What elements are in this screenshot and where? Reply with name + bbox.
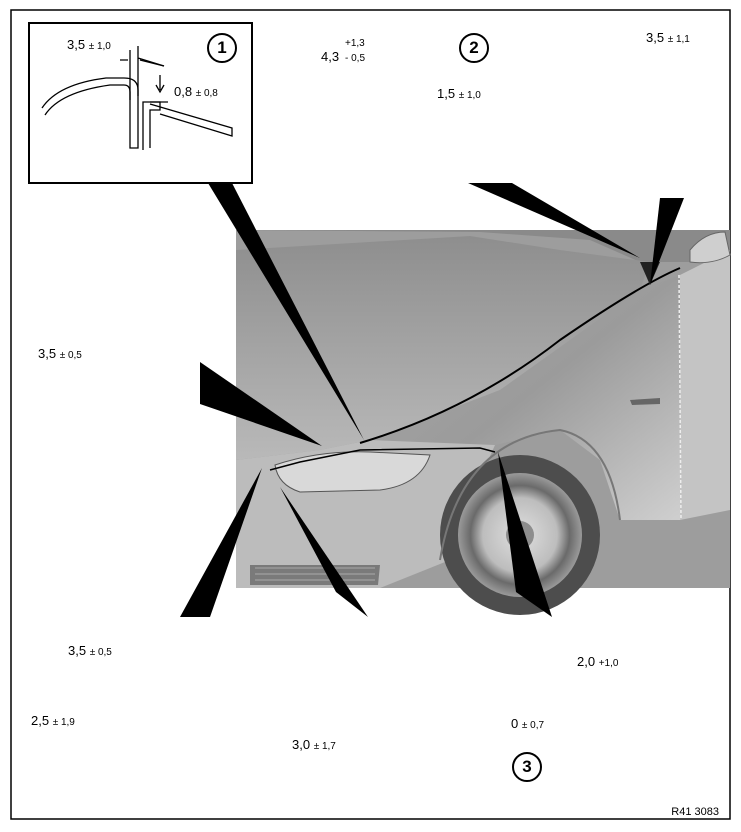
dim-3-tol: ± 1,1 <box>667 34 690 45</box>
dim-6-value: 3,0 <box>292 737 311 752</box>
dim-7b-tol: ± 0,7 <box>521 720 545 731</box>
dim-7a-value: 2,0 <box>577 654 596 669</box>
dim-5b-label: 2,5 ± 1,9 <box>31 714 75 728</box>
callout-1-badge: 1 <box>207 33 237 63</box>
dim-7b-value: 0 <box>511 716 519 731</box>
dim-4-tol: ± 0,5 <box>59 350 82 361</box>
dim-3-value: 3,5 <box>646 30 665 45</box>
dim-2a-value: 4,3 <box>321 49 340 64</box>
dim-1b-tol: ± 0,8 <box>195 88 218 99</box>
dim-5b-value: 2,5 <box>31 713 50 728</box>
dim-1a-label: 3,5 ± 1,0 <box>67 38 111 52</box>
dim-6-tol: ± 1,7 <box>313 741 336 752</box>
dim-1b-value: 0,8 <box>174 84 193 99</box>
dim-4-value: 3,5 <box>38 346 57 361</box>
callout-2-number: 2 <box>469 38 479 57</box>
dim-2b-value: 1,5 <box>437 86 456 101</box>
callout-3-badge: 3 <box>512 752 542 782</box>
dim-5a-value: 3,5 <box>68 643 87 658</box>
dim-7b-label: 0 ± 0,7 <box>511 717 544 731</box>
dim-4-label: 3,5 ± 0,5 <box>38 347 82 361</box>
dim-2b-tol: ± 1,0 <box>458 90 481 101</box>
callout-2-badge: 2 <box>459 33 489 63</box>
dim-7a-tol: +1,0 <box>598 658 619 669</box>
dim-1a-tol: ± 1,0 <box>88 41 111 52</box>
callout-3-number: 3 <box>522 757 532 776</box>
reference-code: R41 3083 <box>671 806 719 818</box>
dim-5a-tol: ± 0,5 <box>89 647 112 658</box>
callout-1-number: 1 <box>217 38 227 57</box>
car-render <box>236 230 731 615</box>
dim-5a-label: 3,5 ± 0,5 <box>68 644 112 658</box>
dim-2a-label: 4,3 <box>321 50 339 63</box>
dim-7a-label: 2,0 +1,0 <box>577 655 618 669</box>
dim-3-label: 3,5 ± 1,1 <box>646 31 690 45</box>
dim-5b-tol: ± 1,9 <box>52 717 75 728</box>
dim-6-label: 3,0 ± 1,7 <box>292 738 336 752</box>
leader-wedges <box>180 183 684 617</box>
dim-2b-label: 1,5 ± 1,0 <box>437 87 481 101</box>
dim-1a-value: 3,5 <box>67 37 86 52</box>
dim-2a-tol-minus: - 0,5 <box>345 53 366 64</box>
dim-1b-label: 0,8 ± 0,8 <box>174 85 218 99</box>
dim-2a-tol-plus: +1,3 <box>345 38 365 49</box>
